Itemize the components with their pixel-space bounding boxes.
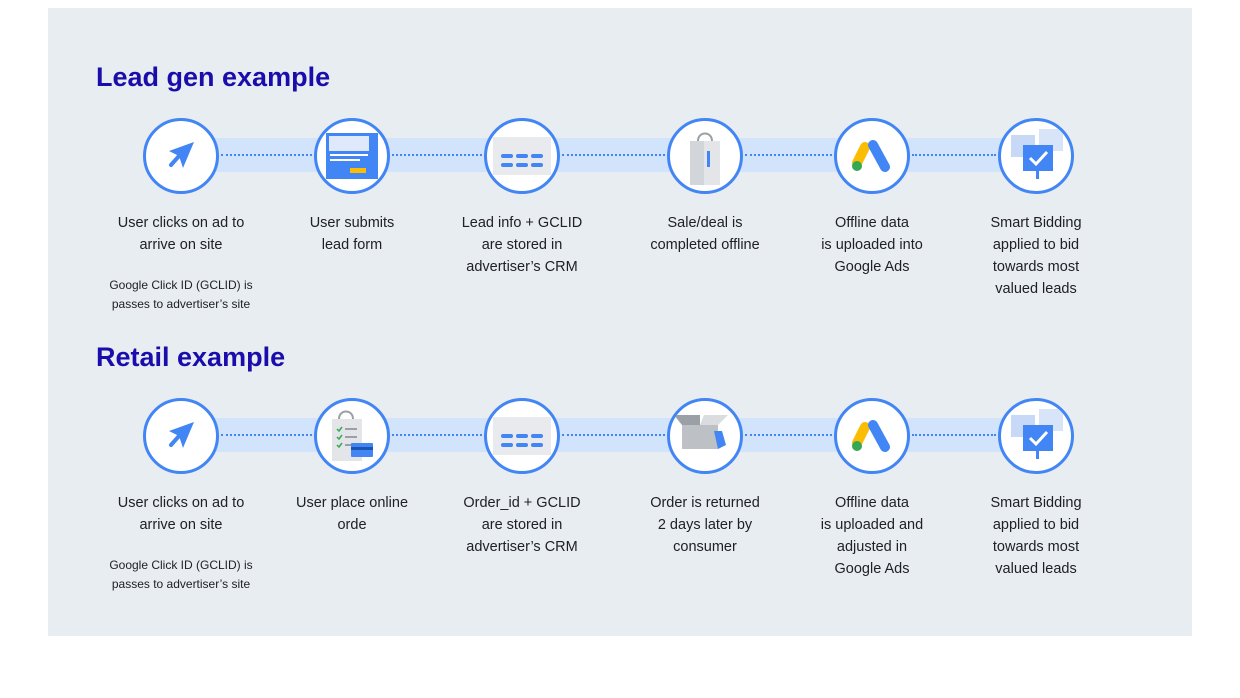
step-caption-line: applied to bid: [992, 237, 1080, 253]
dotted-connector: [745, 154, 832, 156]
step-caption-line: applied to bid: [992, 517, 1080, 533]
step-caption-line: Order_id + GCLID: [463, 495, 581, 511]
gclid-note-line: Google Click ID (GCLID) is: [109, 278, 253, 292]
lead-form-icon: [317, 121, 387, 191]
step-caption-line: advertiser’s CRM: [466, 539, 578, 555]
step-caption-line: is uploaded into: [821, 237, 923, 253]
shopping-bag-icon: [670, 121, 740, 191]
dotted-connector: [562, 434, 665, 436]
dotted-connector: [392, 154, 482, 156]
step-caption-line: User submits: [309, 215, 395, 231]
step-caption-line: towards most: [992, 539, 1080, 555]
step-caption: Lead info + GCLID are stored in advertiser…: [432, 212, 612, 278]
diagram-panel: [48, 8, 1192, 636]
step-caption-line: are stored in: [481, 517, 563, 533]
step-icon-circle: [314, 398, 390, 474]
step-caption-line: Google Ads: [834, 259, 910, 275]
cursor-arrow-icon: [146, 401, 216, 471]
step-caption: Smart Bidding applied to bid towards most v…: [946, 492, 1126, 580]
section-title-lead-gen: Lead gen example: [96, 62, 331, 92]
step-caption: Offline data is uploaded and adjusted in Go…: [782, 492, 962, 580]
step-caption: Order is returned 2 days later by consumer: [615, 492, 795, 558]
step-icon-circle: [484, 398, 560, 474]
step-caption-line: Offline data: [835, 215, 909, 231]
step-caption-line: Google Ads: [834, 561, 910, 577]
step-caption-line: 2 days later by: [657, 517, 753, 533]
gclid-note-line: passes to advertiser’s site: [111, 297, 251, 311]
step-caption-line: is uploaded and: [820, 517, 924, 533]
step-caption-line: arrive on site: [139, 237, 223, 253]
step-caption-line: valued leads: [995, 281, 1077, 297]
gclid-note: Google Click ID (GCLID) is passes to adve…: [91, 276, 271, 314]
step-caption-line: User clicks on ad to: [117, 495, 245, 511]
step-caption-line: consumer: [673, 539, 737, 555]
step-caption-line: towards most: [992, 259, 1080, 275]
dotted-connector: [392, 434, 482, 436]
step-caption-line: Lead info + GCLID: [461, 215, 583, 231]
dotted-connector: [562, 154, 665, 156]
step-caption-line: lead form: [321, 237, 383, 253]
step-caption-line: adjusted in: [836, 539, 908, 555]
step-icon-circle: [834, 398, 910, 474]
step-caption-line: User place online: [295, 495, 409, 511]
step-icon-circle: [834, 118, 910, 194]
smart-bidding-icon: [1001, 401, 1071, 471]
step-caption: User submits lead form: [262, 212, 442, 256]
step-caption-line: orde: [337, 517, 367, 533]
step-caption-line: completed offline: [650, 237, 760, 253]
returned-box-icon: [670, 401, 740, 471]
step-icon-circle: [314, 118, 390, 194]
step-caption-line: Order is returned: [650, 495, 760, 511]
crm-record-icon: [487, 121, 557, 191]
section-title-retail: Retail example: [96, 342, 286, 372]
step-caption-line: Offline data: [835, 495, 909, 511]
step-icon-circle: [998, 118, 1074, 194]
step-icon-circle: [998, 398, 1074, 474]
step-caption: Smart Bidding applied to bid towards most v…: [946, 212, 1126, 300]
step-icon-circle: [667, 398, 743, 474]
dotted-connector: [221, 154, 312, 156]
step-icon-circle: [484, 118, 560, 194]
step-icon-circle: [667, 118, 743, 194]
gclid-note: Google Click ID (GCLID) is passes to adve…: [91, 556, 271, 594]
step-caption-line: Smart Bidding: [990, 495, 1082, 511]
gclid-note-line: Google Click ID (GCLID) is: [109, 558, 253, 572]
google-ads-logo-icon: [837, 401, 907, 471]
dotted-connector: [912, 154, 996, 156]
dotted-connector: [745, 434, 832, 436]
step-caption-line: are stored in: [481, 237, 563, 253]
dotted-connector: [221, 434, 312, 436]
step-icon-circle: [143, 398, 219, 474]
step-caption-line: advertiser’s CRM: [466, 259, 578, 275]
step-caption-line: arrive on site: [139, 517, 223, 533]
step-caption: Order_id + GCLID are stored in advertiser’…: [432, 492, 612, 558]
step-caption-line: valued leads: [995, 561, 1077, 577]
step-caption-line: Sale/deal is: [667, 215, 743, 231]
smart-bidding-icon: [1001, 121, 1071, 191]
step-caption: User clicks on ad to arrive on site: [91, 492, 271, 536]
google-ads-logo-icon: [837, 121, 907, 191]
step-caption: User clicks on ad to arrive on site: [91, 212, 271, 256]
cursor-arrow-icon: [146, 121, 216, 191]
step-caption-line: Smart Bidding: [990, 215, 1082, 231]
step-caption-line: User clicks on ad to: [117, 215, 245, 231]
dotted-connector: [912, 434, 996, 436]
step-caption: Sale/deal is completed offline: [615, 212, 795, 256]
crm-record-icon: [487, 401, 557, 471]
step-caption: User place online orde: [262, 492, 442, 536]
online-order-icon: [317, 401, 387, 471]
step-icon-circle: [143, 118, 219, 194]
gclid-note-line: passes to advertiser’s site: [111, 577, 251, 591]
